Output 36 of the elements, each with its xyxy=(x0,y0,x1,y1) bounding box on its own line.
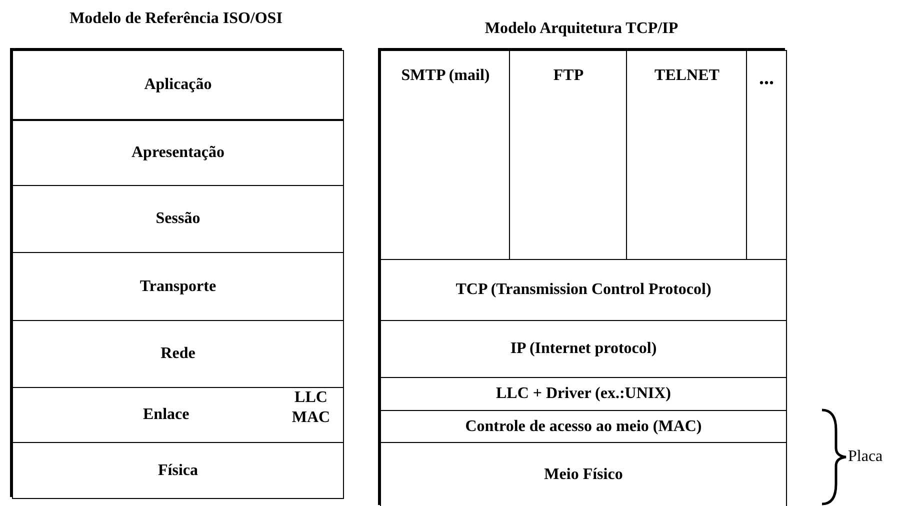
layer-name: Transporte xyxy=(138,278,218,296)
layer-box xyxy=(12,252,344,321)
layer-box xyxy=(12,120,344,186)
layer-box xyxy=(380,259,787,321)
layer-box xyxy=(509,50,628,260)
layer-name: Rede xyxy=(160,345,196,363)
layer-name: Enlace xyxy=(143,406,190,424)
layer-name: Aplicação xyxy=(143,76,213,94)
layer-box xyxy=(12,185,344,253)
layer-box xyxy=(380,320,787,378)
layer-name: Física xyxy=(157,462,199,480)
layer-box xyxy=(12,442,344,499)
layer-name: Meio Físico xyxy=(543,466,624,484)
layer-box xyxy=(12,50,344,120)
bracket-label: Placa xyxy=(848,448,883,466)
layer-name: Sessão xyxy=(154,210,202,228)
sublayer-names: LLC MAC xyxy=(290,388,332,428)
layer-name: TELNET xyxy=(654,67,720,85)
column-heading: Modelo de Referência ISO/OSI xyxy=(68,10,284,28)
layer-name: LLC + Driver (ex.:UNIX) xyxy=(494,385,672,403)
layer-name: SMTP (mail) xyxy=(400,67,491,85)
layer-name: IP (Internet protocol) xyxy=(509,340,658,358)
layer-box xyxy=(380,50,511,260)
layer-name: ... xyxy=(758,67,775,90)
layer-box xyxy=(380,377,787,411)
layer-name: TCP (Transmission Control Protocol) xyxy=(454,281,712,299)
layer-box xyxy=(12,320,344,388)
layer-box xyxy=(380,442,787,506)
layer-name: Controle de acesso ao meio (MAC) xyxy=(464,418,703,436)
layer-name: Apresentação xyxy=(130,144,226,162)
column-heading: Modelo Arquitetura TCP/IP xyxy=(484,20,680,38)
layer-box xyxy=(626,50,748,260)
layer-box xyxy=(380,410,787,443)
layer-box xyxy=(746,50,787,260)
layer-name: FTP xyxy=(552,67,585,85)
layer-box xyxy=(12,387,344,443)
